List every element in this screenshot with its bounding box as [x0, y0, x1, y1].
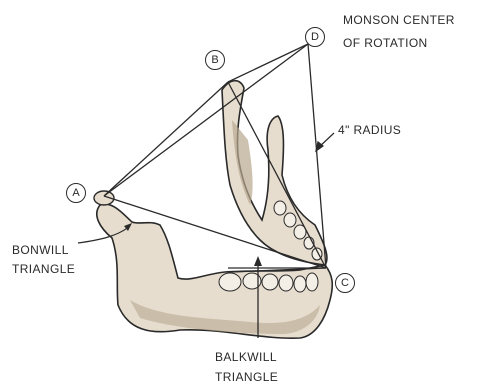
- bonwill-label-line1: BONWILL: [12, 243, 69, 258]
- line-b-d: [228, 44, 308, 82]
- point-d-marker: D: [305, 27, 325, 47]
- monson-label-line2: OF ROTATION: [343, 36, 428, 51]
- radius-leader: [316, 133, 334, 151]
- bonwill-label-line2: TRIANGLE: [12, 262, 75, 277]
- point-a-marker: A: [66, 183, 86, 203]
- line-a-b: [104, 82, 228, 196]
- balkwill-label-line2: TRIANGLE: [215, 370, 278, 385]
- balkwill-arrowhead: [254, 256, 262, 266]
- monson-label-line1: MONSON CENTER: [343, 13, 455, 28]
- point-b-marker: B: [205, 50, 225, 70]
- balkwill-label-line1: BALKWILL: [215, 350, 277, 365]
- radius-label: 4" RADIUS: [338, 123, 401, 138]
- point-c-marker: C: [335, 273, 355, 293]
